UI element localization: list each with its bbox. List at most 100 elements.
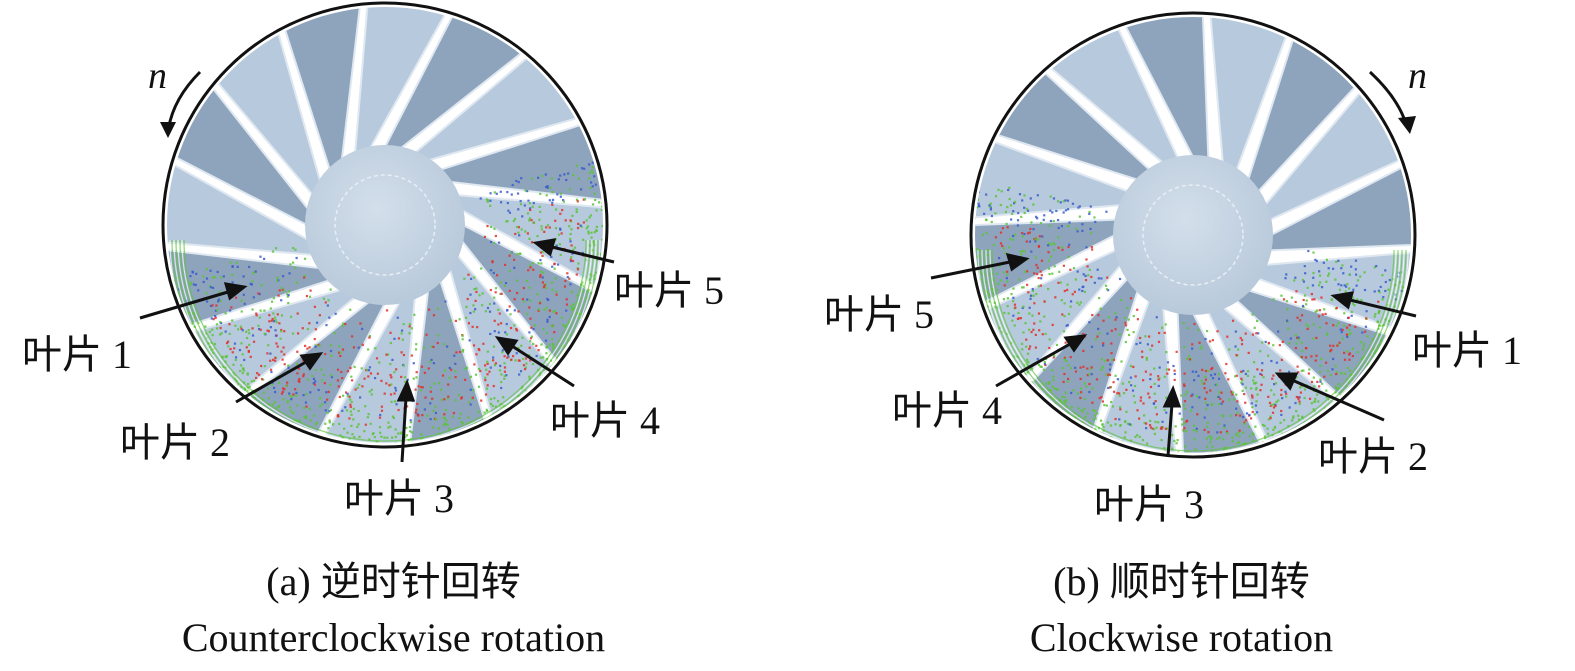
powder-particle: [1211, 377, 1215, 380]
powder-particle: [1165, 411, 1168, 414]
powder-particle: [266, 329, 269, 332]
powder-particle: [447, 383, 450, 386]
powder-particle: [1010, 293, 1013, 296]
powder-particle: [461, 334, 464, 337]
powder-particle: [300, 426, 303, 429]
powder-particle: [462, 348, 465, 352]
powder-particle: [1320, 296, 1323, 299]
powder-particle: [1006, 205, 1009, 209]
powder-particle: [429, 360, 432, 363]
powder-particle: [380, 405, 384, 408]
powder-particle: [1363, 271, 1366, 274]
powder-particle: [1285, 319, 1289, 322]
powder-particle: [1060, 299, 1063, 302]
powder-particle: [1030, 250, 1033, 253]
powder-particle: [1204, 370, 1208, 373]
powder-particle: [977, 202, 980, 205]
powder-particle: [1193, 452, 1196, 453]
powder-particle: [569, 258, 572, 261]
powder-particle: [602, 223, 603, 226]
powder-particle: [267, 397, 270, 400]
powder-particle: [575, 273, 578, 276]
powder-particle: [1033, 272, 1036, 275]
powder-particle: [1336, 344, 1339, 347]
powder-particle: [493, 330, 496, 333]
powder-particle: [367, 413, 370, 416]
powder-particle: [1252, 361, 1256, 364]
powder-particle: [313, 337, 316, 341]
powder-particle: [369, 372, 373, 375]
powder-particle: [328, 421, 331, 424]
powder-particle: [1045, 382, 1048, 385]
powder-particle: [1348, 287, 1351, 290]
powder-particle: [1139, 336, 1142, 340]
powder-particle: [1031, 314, 1034, 317]
powder-particle: [575, 210, 578, 214]
powder-particle: [408, 323, 412, 326]
powder-particle: [255, 376, 258, 380]
powder-particle: [1375, 350, 1379, 353]
powder-particle: [570, 308, 573, 311]
powder-particle: [1191, 393, 1194, 396]
powder-particle: [380, 379, 383, 382]
powder-particle: [1052, 249, 1056, 252]
powder-particle: [1263, 424, 1266, 427]
powder-particle: [234, 377, 237, 380]
powder-particle: [582, 198, 585, 201]
powder-particle: [1040, 277, 1043, 280]
powder-particle: [485, 408, 488, 411]
powder-particle: [1235, 353, 1238, 357]
powder-particle: [1072, 267, 1076, 270]
powder-particle: [1198, 341, 1201, 344]
powder-particle: [348, 417, 351, 420]
powder-particle: [1375, 264, 1378, 268]
powder-particle: [576, 226, 580, 230]
powder-particle: [1310, 402, 1313, 405]
powder-particle: [301, 327, 304, 330]
caption-chinese: (a) 逆时针回转: [266, 559, 521, 604]
powder-particle: [508, 289, 511, 292]
powder-particle: [1354, 273, 1358, 276]
powder-particle: [1062, 211, 1065, 214]
powder-particle: [421, 414, 424, 417]
powder-particle: [252, 393, 256, 396]
powder-particle: [539, 356, 542, 359]
powder-particle: [1080, 387, 1083, 390]
powder-particle: [419, 433, 423, 436]
powder-particle: [1106, 276, 1109, 279]
powder-particle: [1377, 333, 1380, 336]
powder-particle: [390, 383, 393, 386]
powder-particle: [523, 300, 526, 303]
powder-particle: [1209, 389, 1212, 392]
powder-particle: [472, 389, 475, 392]
powder-particle: [978, 249, 981, 252]
powder-particle: [544, 339, 548, 342]
powder-particle: [593, 231, 596, 234]
powder-particle: [309, 289, 312, 292]
powder-particle: [1009, 204, 1013, 207]
powder-particle: [211, 328, 214, 331]
powder-particle: [1017, 311, 1020, 315]
powder-particle: [257, 327, 261, 331]
powder-particle: [981, 233, 984, 236]
powder-particle: [576, 200, 579, 203]
powder-particle: [308, 322, 311, 325]
powder-particle: [436, 341, 439, 345]
powder-particle: [477, 385, 481, 388]
powder-particle: [1341, 264, 1344, 267]
powder-particle: [383, 392, 386, 395]
powder-particle: [1384, 280, 1387, 284]
powder-particle: [268, 320, 271, 323]
powder-particle: [988, 204, 991, 207]
powder-particle: [1012, 287, 1015, 290]
powder-particle: [975, 250, 977, 253]
powder-particle: [1323, 308, 1326, 311]
powder-particle: [294, 388, 297, 391]
powder-particle: [557, 233, 561, 236]
powder-particle: [1325, 389, 1328, 392]
powder-particle: [1238, 429, 1241, 432]
powder-particle: [274, 334, 278, 337]
powder-particle: [1351, 302, 1355, 305]
powder-particle: [1216, 431, 1219, 434]
powder-particle: [1365, 310, 1368, 313]
